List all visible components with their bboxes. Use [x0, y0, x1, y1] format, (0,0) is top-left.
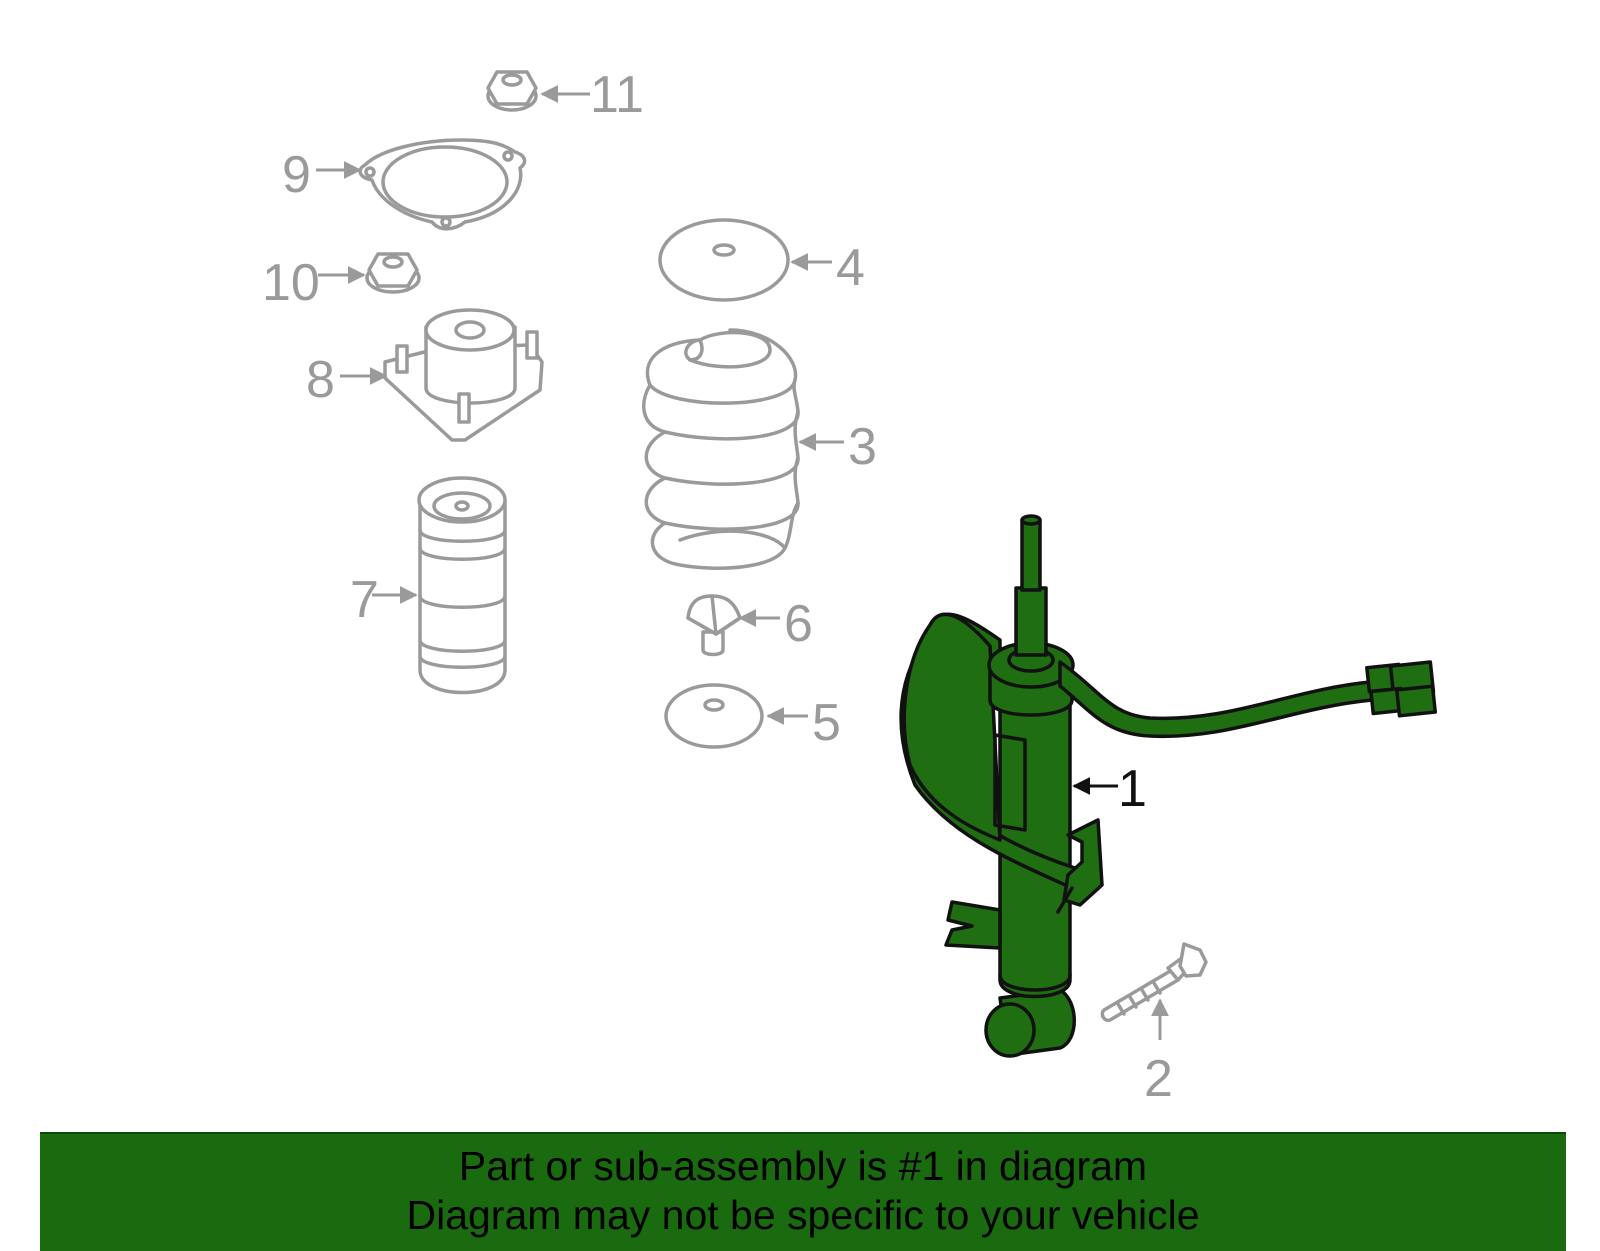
part-11-nut: [486, 70, 538, 112]
callout-4: 4: [836, 239, 865, 297]
callout-1: 1: [1118, 760, 1147, 818]
banner-line-2: Diagram may not be specific to your vehi…: [406, 1192, 1200, 1238]
callout-3: 3: [848, 418, 877, 476]
callout-8: 8: [306, 351, 335, 409]
part-4-upper-pad: [658, 218, 790, 302]
part-9-gasket: [358, 138, 527, 231]
part-2-bolt: [1100, 942, 1208, 1023]
part-6-clip: [686, 594, 742, 657]
banner-line-1: Part or sub-assembly is #1 in diagram: [458, 1143, 1148, 1189]
callout-6: 6: [784, 595, 813, 653]
callout-7: 7: [350, 571, 379, 629]
part-1-strut-assembly[interactable]: [899, 514, 1438, 1058]
part-5-lower-pad: [664, 683, 764, 749]
part-3-coil-spring: [642, 328, 800, 570]
part-8-strut-mount: [383, 308, 544, 442]
callout-9: 9: [282, 146, 311, 204]
part-7-dust-boot: [417, 476, 507, 695]
info-banner: Part or sub-assembly is #1 in diagram Di…: [40, 1132, 1566, 1251]
callout-2: 2: [1144, 1050, 1173, 1108]
callout-10: 10: [262, 254, 320, 312]
part-10-nut: [365, 252, 421, 294]
callout-11: 11: [590, 66, 644, 124]
callout-5: 5: [812, 694, 841, 752]
